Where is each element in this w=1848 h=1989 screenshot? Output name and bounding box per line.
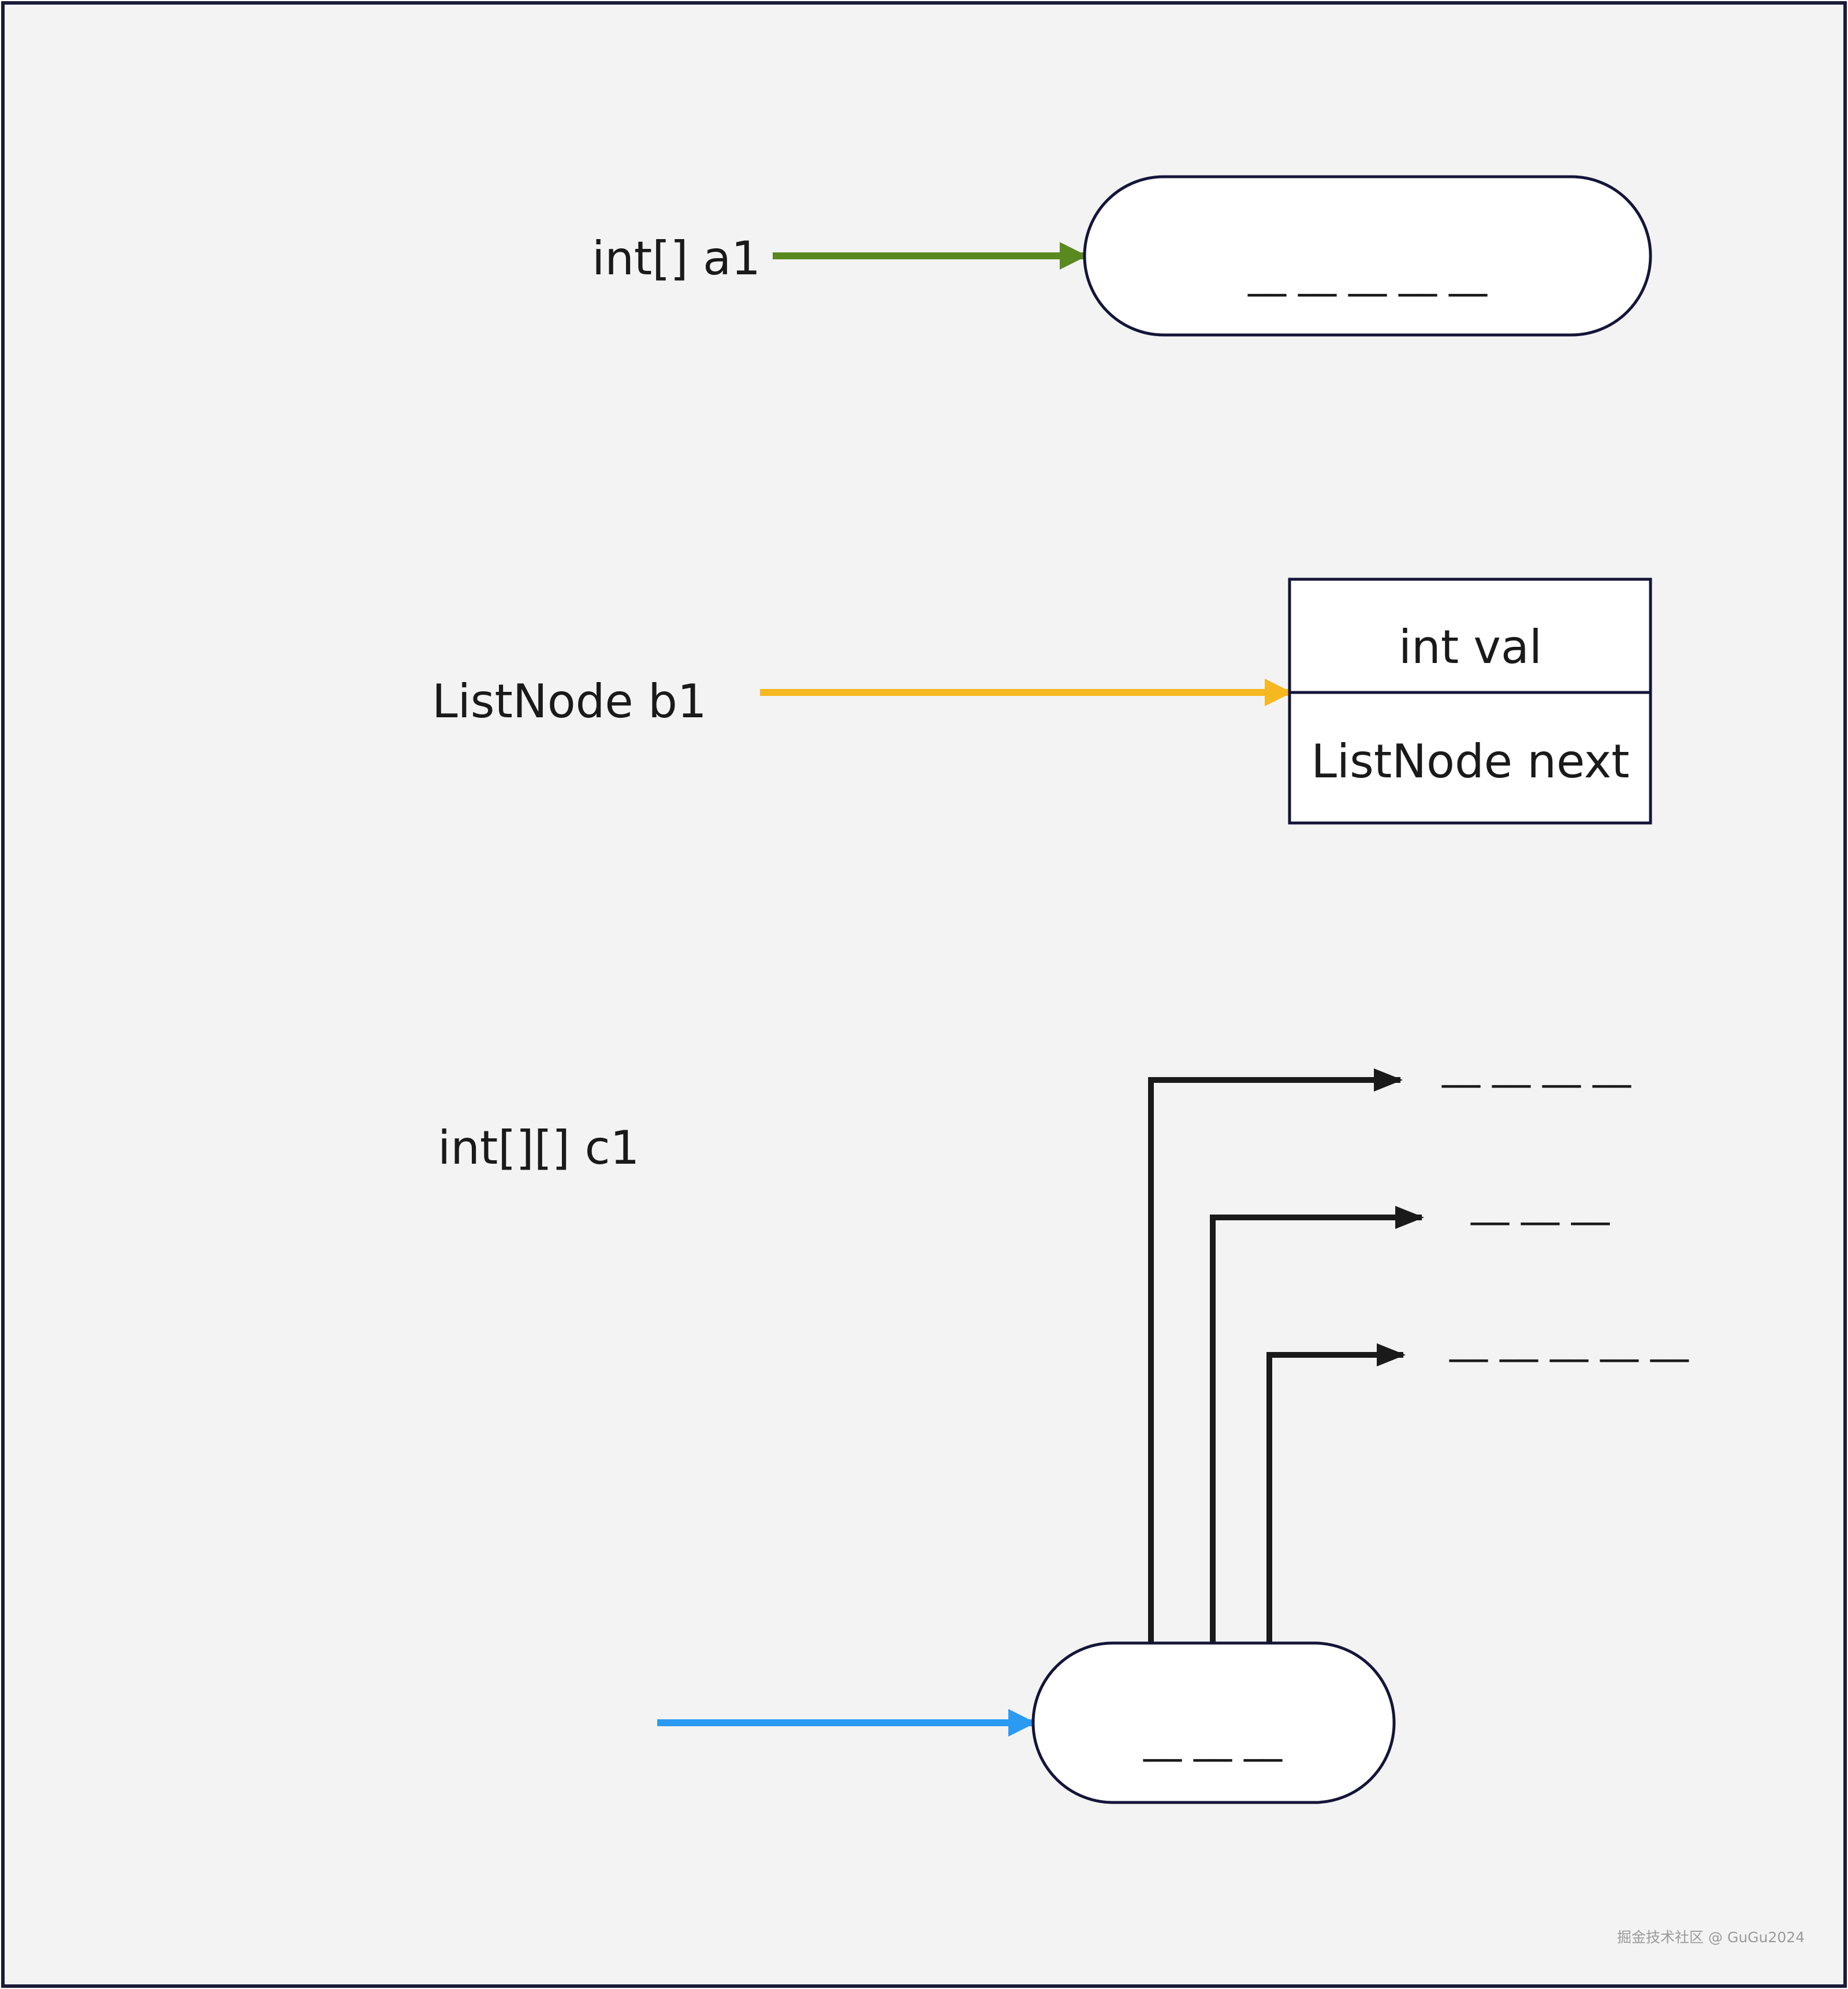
row-2-pointer-arrow bbox=[1266, 1343, 1406, 1643]
c1-label: int[][] c1 bbox=[438, 1121, 639, 1175]
row-2-array-slots: __ __ __ __ __ bbox=[1449, 1318, 1689, 1362]
row-1-pointer-arrow bbox=[1210, 1206, 1425, 1643]
listnode-next-cell bbox=[1288, 691, 1652, 825]
listnode-next-field: ListNode next bbox=[1311, 735, 1629, 788]
listnode-object: int val ListNode next bbox=[1288, 578, 1652, 825]
watermark: 掘金技术社区 @ GuGu2024 bbox=[1617, 1929, 1805, 1946]
c1-outer-array-slots: __ __ __ bbox=[1143, 1718, 1283, 1762]
a1-array-slots: __ __ __ __ __ bbox=[1247, 252, 1488, 297]
row-0-array-slots: __ __ __ __ bbox=[1441, 1044, 1631, 1088]
listnode-val-field: int val bbox=[1399, 620, 1542, 674]
c1-outer-array-object bbox=[1031, 1641, 1396, 1804]
a1-array-object bbox=[1083, 175, 1652, 337]
row-0-pointer-arrow bbox=[1148, 1068, 1403, 1643]
a1-label: int[] a1 bbox=[592, 232, 761, 285]
b1-label: ListNode b1 bbox=[432, 675, 707, 728]
row-1-array-slots: __ __ __ bbox=[1470, 1181, 1610, 1226]
